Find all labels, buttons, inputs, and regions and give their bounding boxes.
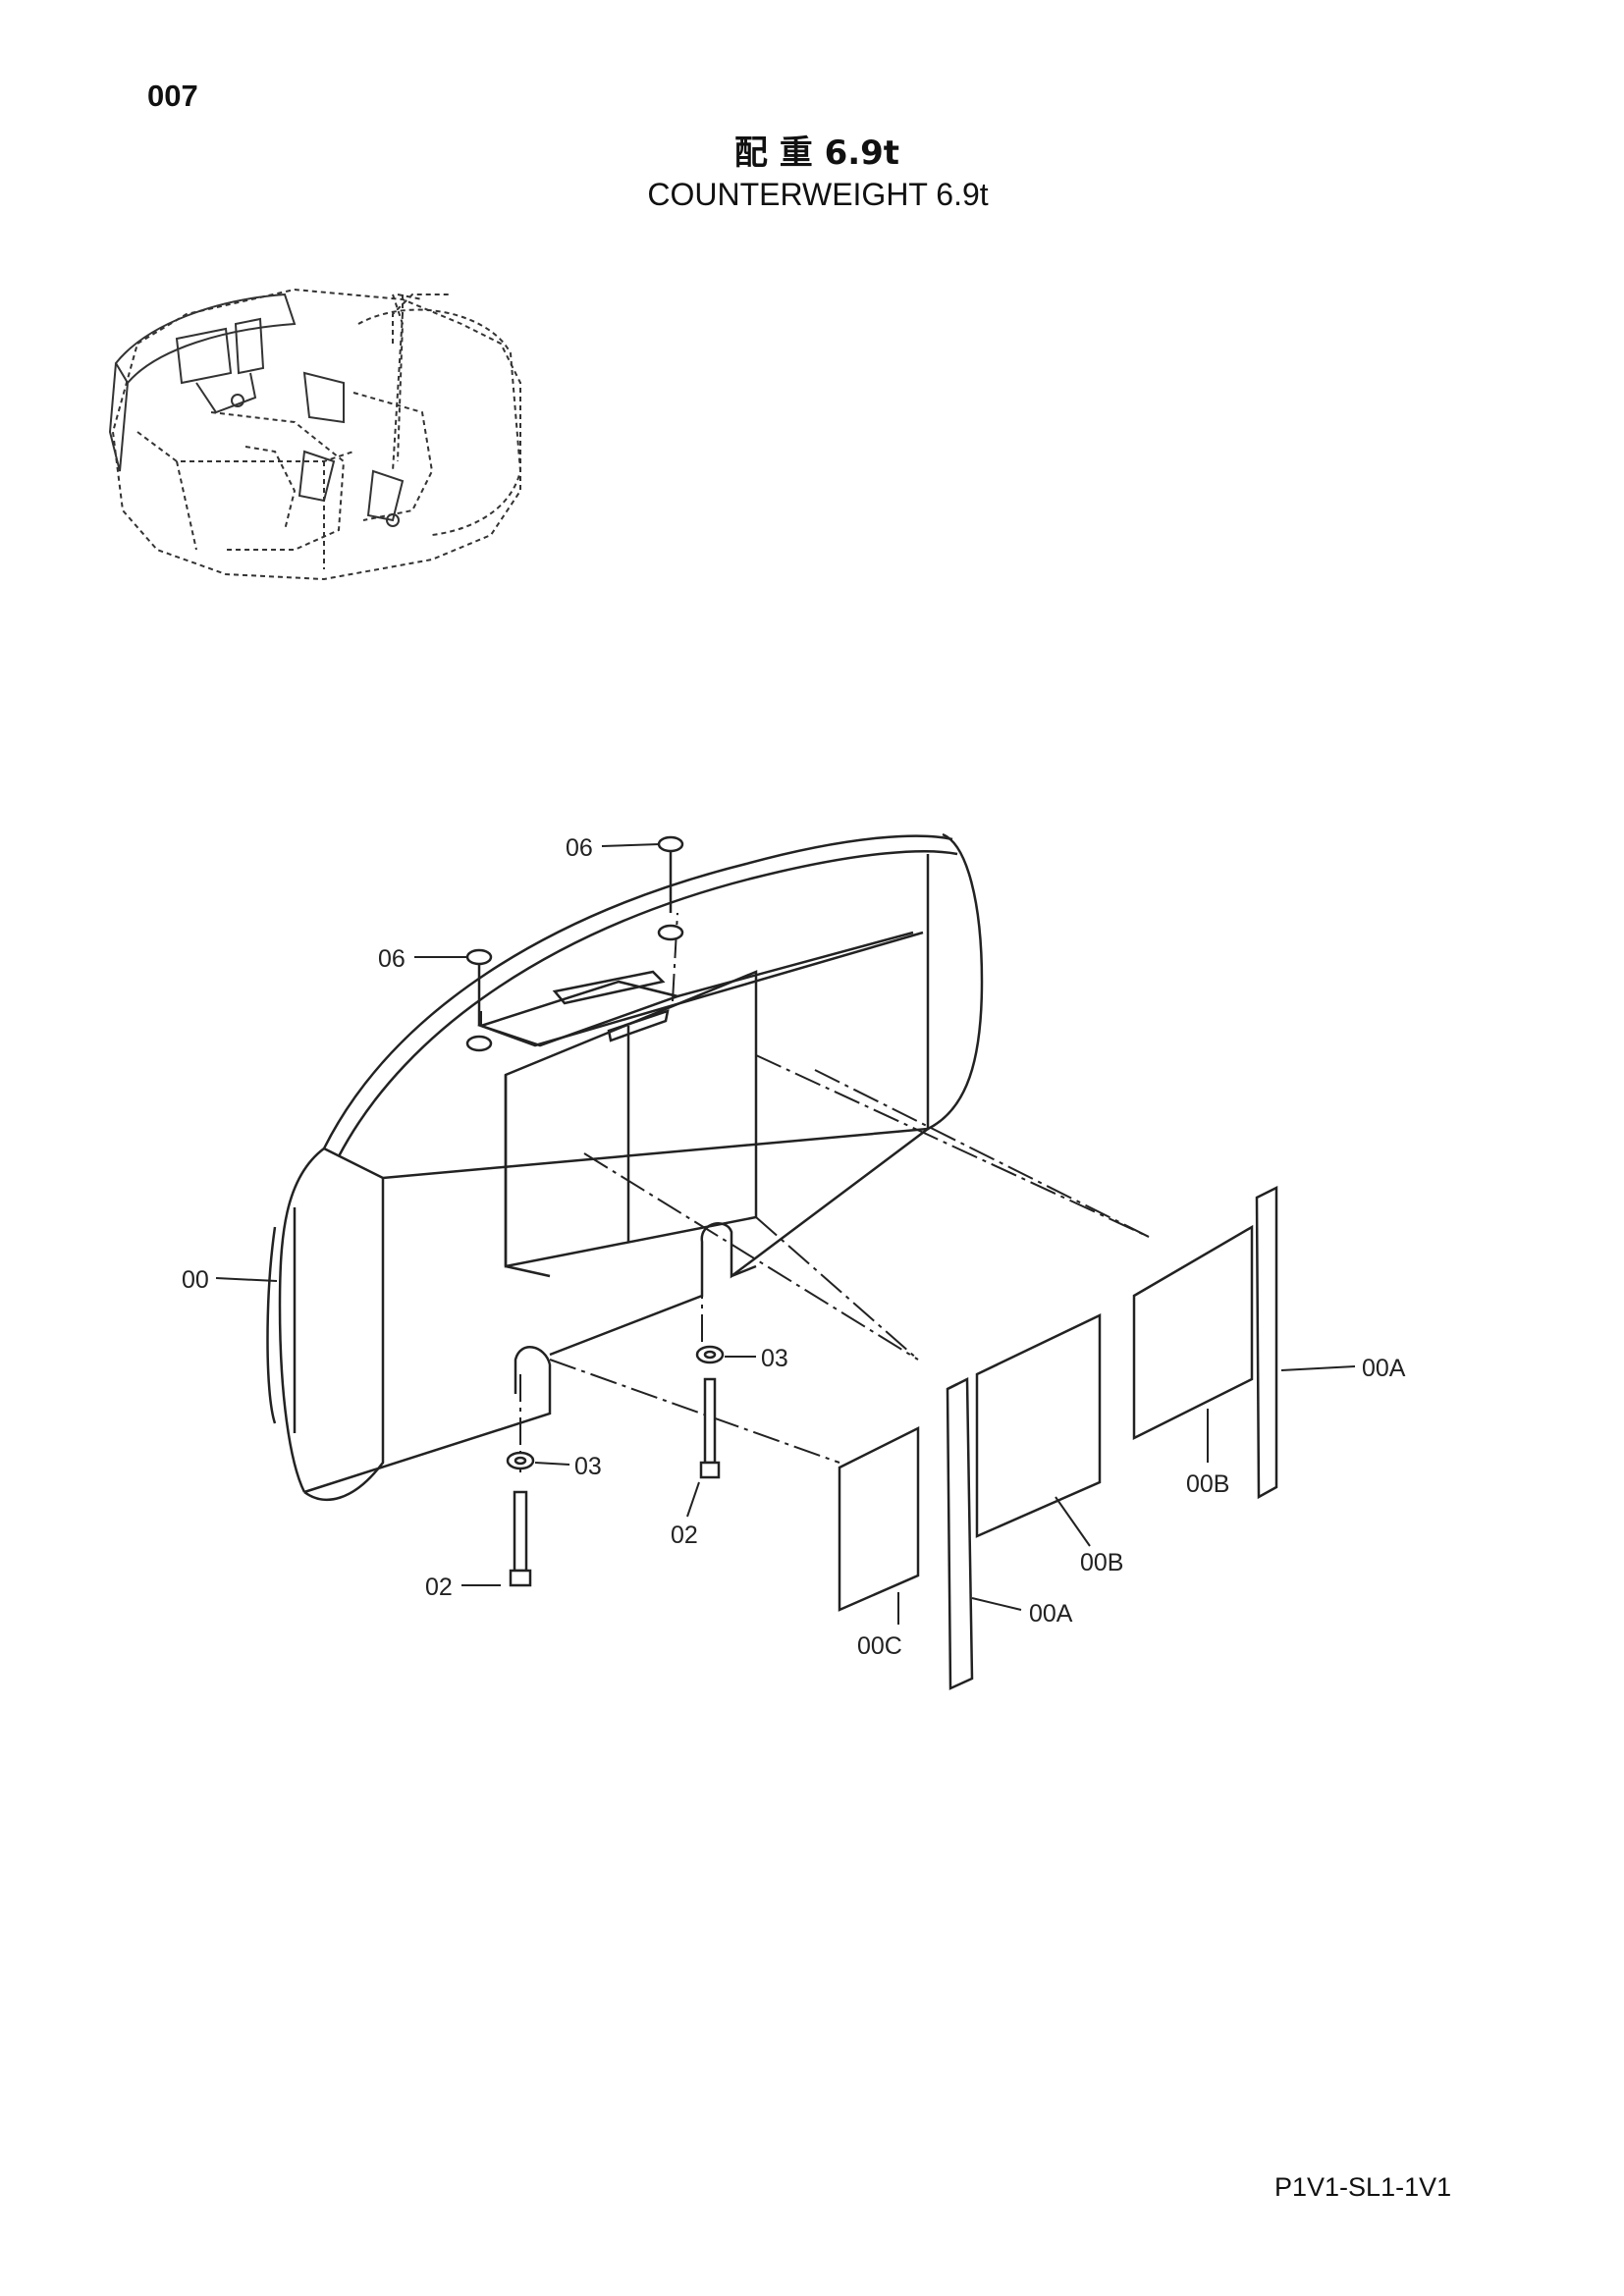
page-number: 007 bbox=[147, 79, 198, 113]
callout-03-left: 03 bbox=[574, 1453, 602, 1480]
caps-06 bbox=[465, 835, 684, 1052]
machine-overview-inset bbox=[108, 288, 522, 581]
callout-06-lower: 06 bbox=[378, 945, 406, 973]
diagram-title-jp: 配 重 6.9t bbox=[733, 133, 900, 173]
shim-plates bbox=[838, 1185, 1278, 1690]
callout-00A-front: 00A bbox=[1029, 1600, 1073, 1628]
callout-00B-back: 00B bbox=[1186, 1470, 1229, 1498]
callout-leaders bbox=[215, 843, 1356, 1625]
callout-00B-front: 00B bbox=[1080, 1549, 1123, 1576]
callout-06-upper: 06 bbox=[566, 834, 593, 862]
callout-02-right: 02 bbox=[671, 1522, 698, 1549]
document-code: P1V1-SL1-1V1 bbox=[1274, 2172, 1452, 2202]
callout-00C: 00C bbox=[857, 1632, 902, 1660]
bolts-02-washers-03 bbox=[506, 1345, 725, 1587]
callout-00: 00 bbox=[182, 1266, 209, 1294]
callout-03-right: 03 bbox=[761, 1345, 788, 1372]
callout-02-left: 02 bbox=[425, 1574, 453, 1601]
callout-00A-back: 00A bbox=[1362, 1355, 1406, 1382]
diagram-title-en: COUNTERWEIGHT 6.9t bbox=[647, 177, 989, 212]
counterweight-body bbox=[266, 832, 984, 1501]
alignment-lines bbox=[480, 912, 1150, 1472]
